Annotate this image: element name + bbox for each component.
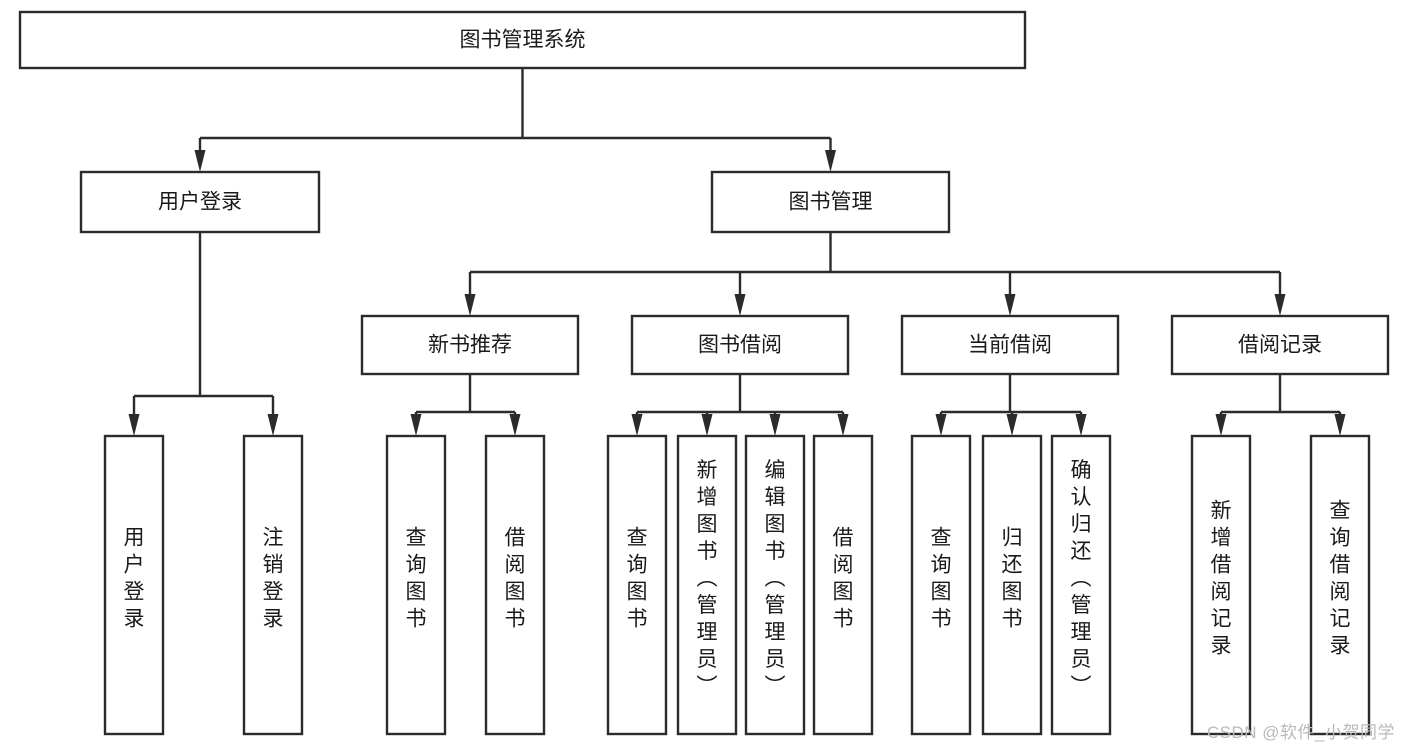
node-label: 用户登录 [158,191,242,214]
node-label: 借阅图书 [505,527,526,631]
node-leaf-query-book-cur[interactable]: 查询图书 [910,434,972,736]
node-leaf-query-book-borrow[interactable]: 查询图书 [606,434,668,736]
node-leaf-query-record[interactable]: 查询借阅记录 [1309,434,1371,736]
arrow-head-icon [1075,414,1087,436]
node-leaf-return-book[interactable]: 归还图书 [981,434,1043,736]
node-label: 图书管理系统 [460,29,586,52]
node-box [484,434,546,736]
node-new-book-rec[interactable]: 新书推荐 [360,314,580,376]
arrow-head-icon [631,414,643,436]
arrow-head-icon [1215,414,1227,436]
csdn-watermark: CSDN @软件_小贺同学 [1206,723,1395,742]
node-leaf-confirm-return[interactable]: 确认归还︵管理员︶ [1050,434,1112,736]
arrow-head-icon [410,414,422,436]
node-current-borrow[interactable]: 当前借阅 [900,314,1120,376]
node-box [630,314,850,376]
node-box [1309,434,1371,736]
node-leaf-add-book[interactable]: 新增图书︵管理员︶ [676,434,738,736]
node-leaf-user-login[interactable]: 用户登录 [103,434,165,736]
arrow-head-icon [1006,414,1018,436]
node-book-borrow[interactable]: 图书借阅 [630,314,850,376]
arrow-head-icon [509,414,521,436]
node-borrow-record[interactable]: 借阅记录 [1170,314,1390,376]
arrow-head-icon [128,414,140,436]
node-box [910,434,972,736]
node-box [79,170,321,234]
node-box [385,434,447,736]
node-label: 注销登录 [263,527,284,631]
arrow-head-icon [837,414,849,436]
arrow-head-icon [1334,414,1346,436]
node-label: 查询借阅记录 [1330,500,1351,658]
node-box [242,434,304,736]
node-label: 借阅记录 [1238,334,1322,357]
node-label: 确认归还︵管理员︶ [1071,459,1092,698]
node-box [1050,434,1112,736]
node-box [812,434,874,736]
arrow-head-icon [734,294,746,316]
node-box [1190,434,1252,736]
arrow-head-icon [769,414,781,436]
node-leaf-edit-book[interactable]: 编辑图书︵管理员︶ [744,434,806,736]
arrow-head-icon [935,414,947,436]
node-label: 新书推荐 [428,334,512,357]
arrow-head-icon [464,294,476,316]
arrow-head-icon [825,150,836,172]
arrow-head-icon [267,414,279,436]
node-box [744,434,806,736]
arrow-head-icon [701,414,713,436]
node-label: 新增图书︵管理员︶ [697,459,718,698]
node-label: 用户登录 [124,527,145,631]
node-label: 查询图书 [627,527,648,631]
node-label: 归还图书 [1002,527,1023,631]
node-label: 图书管理 [789,191,873,214]
node-book-manage[interactable]: 图书管理 [710,170,951,234]
arrow-head-icon [1274,294,1286,316]
node-leaf-borrow-book-rec[interactable]: 借阅图书 [484,434,546,736]
node-box [606,434,668,736]
node-leaf-borrow-book[interactable]: 借阅图书 [812,434,874,736]
node-box [1170,314,1390,376]
node-box [900,314,1120,376]
node-leaf-add-record[interactable]: 新增借阅记录 [1190,434,1252,736]
node-label: 借阅图书 [833,527,854,631]
node-box [360,314,580,376]
node-label: 新增借阅记录 [1211,500,1232,658]
node-box [676,434,738,736]
node-box [981,434,1043,736]
node-box [103,434,165,736]
node-leaf-logout[interactable]: 注销登录 [242,434,304,736]
node-label: 当前借阅 [968,334,1052,357]
node-label: 编辑图书︵管理员︶ [765,459,786,698]
connector-lines [128,68,1346,436]
node-box [18,10,1027,70]
arrow-head-icon [194,150,206,172]
node-label: 查询图书 [931,527,952,631]
diagram-nodes: 图书管理系统用户登录图书管理新书推荐图书借阅当前借阅借阅记录用户登录注销登录查询… [18,10,1390,736]
node-label: 图书借阅 [698,334,782,357]
node-box [710,170,951,234]
node-user-login[interactable]: 用户登录 [79,170,321,234]
node-label: 查询图书 [406,527,427,631]
node-root-root[interactable]: 图书管理系统 [18,10,1027,70]
node-leaf-query-book-rec[interactable]: 查询图书 [385,434,447,736]
arrow-head-icon [1004,294,1016,316]
